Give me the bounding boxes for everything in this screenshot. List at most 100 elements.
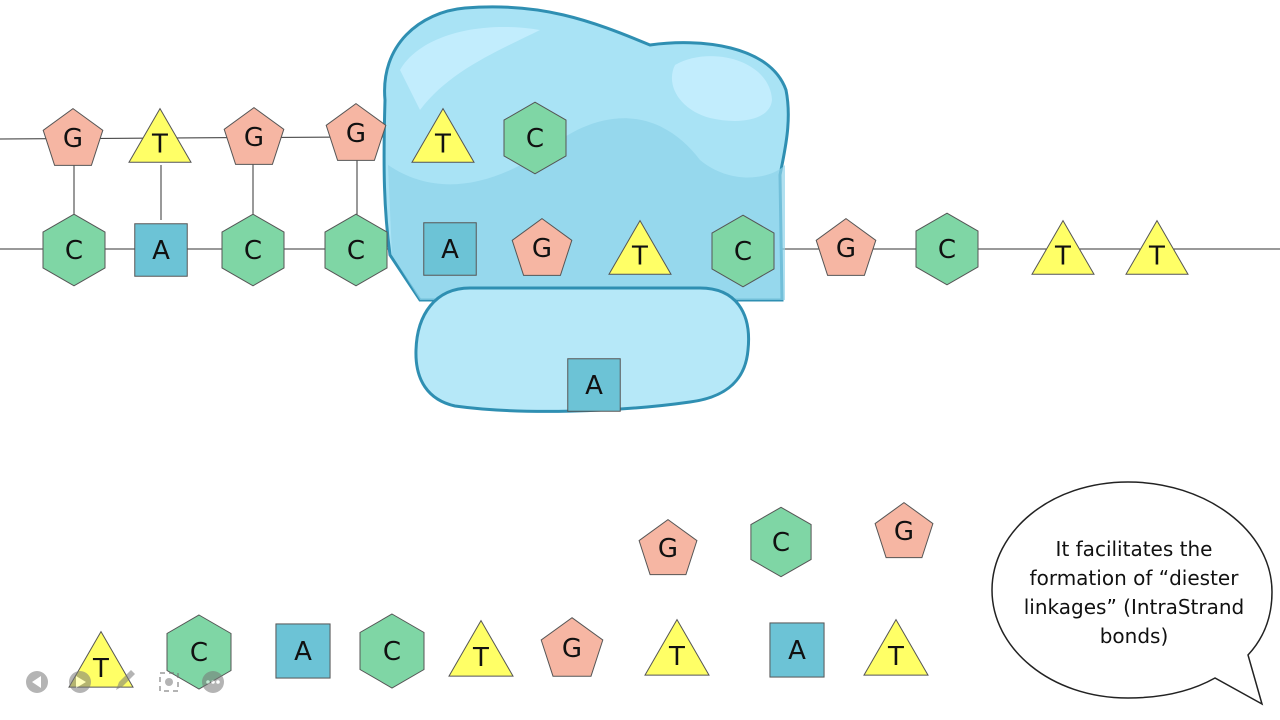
bottom-strand-nucleotide: T [608, 219, 672, 275]
bottom-strand-nucleotide: A [423, 222, 477, 276]
bottom-strand-nucleotide: C [711, 214, 775, 288]
enzyme-highlight [400, 26, 540, 110]
bottom-strand-nucleotide: T [1031, 219, 1095, 275]
pentagon-shape [42, 107, 104, 166]
free-nucleotide: A [275, 623, 331, 679]
nucleotide-letter: G [836, 234, 856, 264]
bottom-strand-nucleotide: C [221, 213, 285, 287]
enzyme-highlight-2 [671, 56, 772, 121]
nucleotide-letter: C [65, 236, 83, 266]
free-nucleotide: A [769, 622, 825, 678]
triangle-shape [448, 619, 514, 677]
bottom-strand-nucleotide: C [915, 212, 979, 286]
pentagon-shape [223, 106, 285, 165]
enzyme-bound-nucleotide: A [567, 358, 621, 412]
free-nucleotide: C [359, 613, 425, 689]
bottom-strand-nucleotide: C [324, 213, 388, 287]
nucleotide-letter: G [562, 634, 582, 664]
free-nucleotide: G [874, 501, 934, 559]
hexagon-shape [711, 214, 775, 288]
nucleotide-letter: C [244, 236, 262, 266]
nucleotide-letter: A [441, 235, 459, 265]
speech-bubble: It facilitates the formation of “diester… [991, 481, 1273, 706]
hexagon-shape [324, 213, 388, 287]
hexagon-shape [915, 212, 979, 286]
nucleotide-letter: C [938, 235, 956, 265]
bottom-strand-nucleotide: G [815, 217, 877, 276]
nucleotide-letter: T [1148, 241, 1165, 271]
bubble-line-1: It facilitates the [1056, 537, 1213, 561]
triangle-shape [863, 618, 929, 676]
play-icon[interactable] [69, 671, 91, 693]
nucleotide-letter: G [532, 234, 552, 264]
hexagon-shape [42, 213, 106, 287]
previous-icon[interactable] [26, 671, 48, 693]
bubble-line-4: bonds) [1100, 624, 1169, 648]
nucleotide-letter: T [434, 129, 451, 159]
bottom-strand-nucleotide: T [1125, 219, 1189, 275]
nucleotide-letter: T [887, 642, 904, 672]
hexagon-shape [503, 101, 567, 175]
top-strand-nucleotide: G [223, 106, 285, 165]
free-nucleotide: T [448, 619, 514, 677]
more-icon[interactable] [202, 671, 224, 693]
pen-icon[interactable] [116, 670, 135, 690]
bottom-strand-nucleotide: G [511, 217, 573, 276]
bottom-strand-nucleotide: C [42, 213, 106, 287]
bubble-line-2: formation of “diester [1030, 566, 1240, 590]
hexagon-shape [359, 613, 425, 689]
hexagon-shape [166, 614, 232, 690]
player-controls [26, 670, 224, 693]
zoom-icon[interactable] [159, 672, 179, 692]
square-shape [567, 358, 621, 412]
triangle-shape [1031, 219, 1095, 275]
hexagon-shape [221, 213, 285, 287]
nucleotide-letter: T [92, 654, 109, 684]
nucleotide-letter: T [631, 241, 648, 271]
pentagon-shape [540, 617, 604, 677]
hexagon-shape [750, 506, 812, 578]
enzyme-groove [388, 118, 785, 301]
free-nucleotide: C [166, 614, 232, 690]
top-strand-nucleotide: G [42, 107, 104, 166]
free-nucleotide: G [540, 617, 604, 677]
triangle-shape [128, 107, 192, 163]
pentagon-shape [874, 501, 934, 559]
nucleotide-letter: G [658, 534, 678, 564]
nucleotide-letter: A [294, 637, 312, 667]
nucleotide-letter: C [383, 637, 401, 667]
nucleotide-letter: C [526, 124, 544, 154]
nucleotide-letter: A [585, 371, 603, 401]
nucleotide-letter: G [346, 119, 366, 149]
square-shape [423, 222, 477, 276]
nucleotide-letter: C [190, 638, 208, 668]
nucleotide-letter: T [668, 642, 685, 672]
pentagon-shape [325, 102, 387, 161]
top-strand-nucleotide: T [128, 107, 192, 163]
nucleotide-letter: G [63, 124, 83, 154]
free-nucleotide: T [644, 618, 710, 676]
nucleotide-letter: C [347, 236, 365, 266]
pentagon-shape [511, 217, 573, 276]
nucleotide-letter: G [244, 123, 264, 153]
square-shape [275, 623, 331, 679]
top-strand-nucleotide: G [325, 102, 387, 161]
triangle-shape [644, 618, 710, 676]
top-strand-nucleotide: C [503, 101, 567, 175]
nucleotide-letter: C [734, 237, 752, 267]
bottom-strand-nucleotide: A [134, 223, 188, 277]
nucleotide-letter: T [151, 129, 168, 159]
nucleotide-letter: A [788, 636, 806, 666]
nucleotide-letter: T [1054, 241, 1071, 271]
triangle-shape [608, 219, 672, 275]
enzyme [382, 5, 790, 413]
free-nucleotide: G [638, 518, 698, 576]
pentagon-shape [815, 217, 877, 276]
nucleotide-letter: C [772, 528, 790, 558]
triangle-shape [411, 107, 475, 163]
triangle-shape [1125, 219, 1189, 275]
bubble-line-3: linkages” (IntraStrand [1024, 595, 1245, 619]
nucleotides: G T G G T C C A C C A G T C G C T T A G C G T C A C T G T A T [42, 101, 1189, 690]
top-strand-nucleotide: T [411, 107, 475, 163]
